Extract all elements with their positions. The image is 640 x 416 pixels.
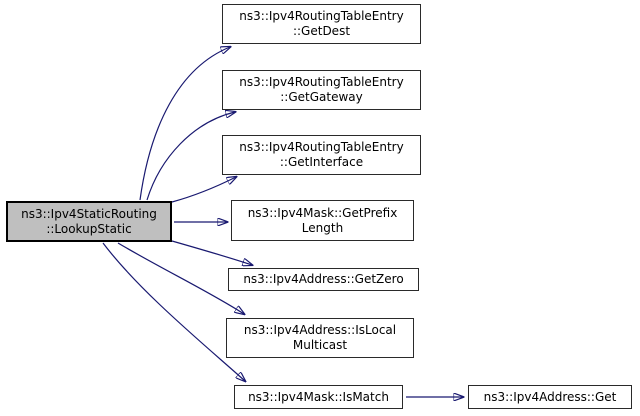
node-get-prefix-length[interactable]: ns3::Ipv4Mask::GetPrefix Length — [231, 200, 414, 241]
node-label-line2: ::LookupStatic — [46, 221, 132, 236]
node-is-match[interactable]: ns3::Ipv4Mask::IsMatch — [234, 385, 403, 409]
edge-lookupstatic-to-getinterface — [171, 177, 236, 203]
edge-lookupstatic-to-getdest — [139, 47, 230, 201]
node-is-local-multicast[interactable]: ns3::Ipv4Address::IsLocal Multicast — [226, 318, 414, 358]
edge-lookupstatic-to-islocalmulticast — [117, 242, 244, 314]
edge-lookupstatic-to-getzero — [171, 240, 252, 265]
node-label-line1: ns3::Ipv4Address::GetZero — [243, 272, 404, 286]
node-label-line2: ::GetInterface — [279, 155, 364, 169]
node-label-line2: ::GetDest — [292, 24, 351, 38]
node-get[interactable]: ns3::Ipv4Address::Get — [468, 385, 632, 409]
node-label-line1: ns3::Ipv4Mask::IsMatch — [248, 389, 389, 404]
node-get-gateway[interactable]: ns3::Ipv4RoutingTableEntry ::GetGateway — [222, 70, 421, 110]
node-label-line1: ns3::Ipv4Mask::GetPrefix — [247, 205, 398, 220]
node-label-line1: ns3::Ipv4Address::Get — [483, 389, 617, 404]
node-label-line1: ns3::Ipv4RoutingTableEntry — [239, 75, 404, 89]
node-lookup-static: ns3::Ipv4StaticRouting ::LookupStatic — [6, 201, 172, 242]
node-label-line2: Length — [301, 220, 344, 235]
node-label-line1: ns3::Ipv4RoutingTableEntry — [239, 9, 404, 23]
node-label-line2: ::GetGateway — [280, 90, 363, 104]
node-label-line2: Multicast — [292, 338, 348, 352]
node-label-line1: ns3::Ipv4StaticRouting — [21, 206, 157, 221]
node-get-dest[interactable]: ns3::Ipv4RoutingTableEntry ::GetDest — [222, 4, 421, 44]
node-label-line1: ns3::Ipv4RoutingTableEntry — [239, 140, 404, 154]
node-get-zero[interactable]: ns3::Ipv4Address::GetZero — [228, 268, 419, 291]
edge-lookupstatic-to-getgateway — [146, 112, 235, 201]
node-label-line1: ns3::Ipv4Address::IsLocal — [243, 323, 397, 337]
node-get-interface[interactable]: ns3::Ipv4RoutingTableEntry ::GetInterfac… — [222, 135, 421, 175]
edge-lookupstatic-to-ismatch — [102, 242, 245, 381]
